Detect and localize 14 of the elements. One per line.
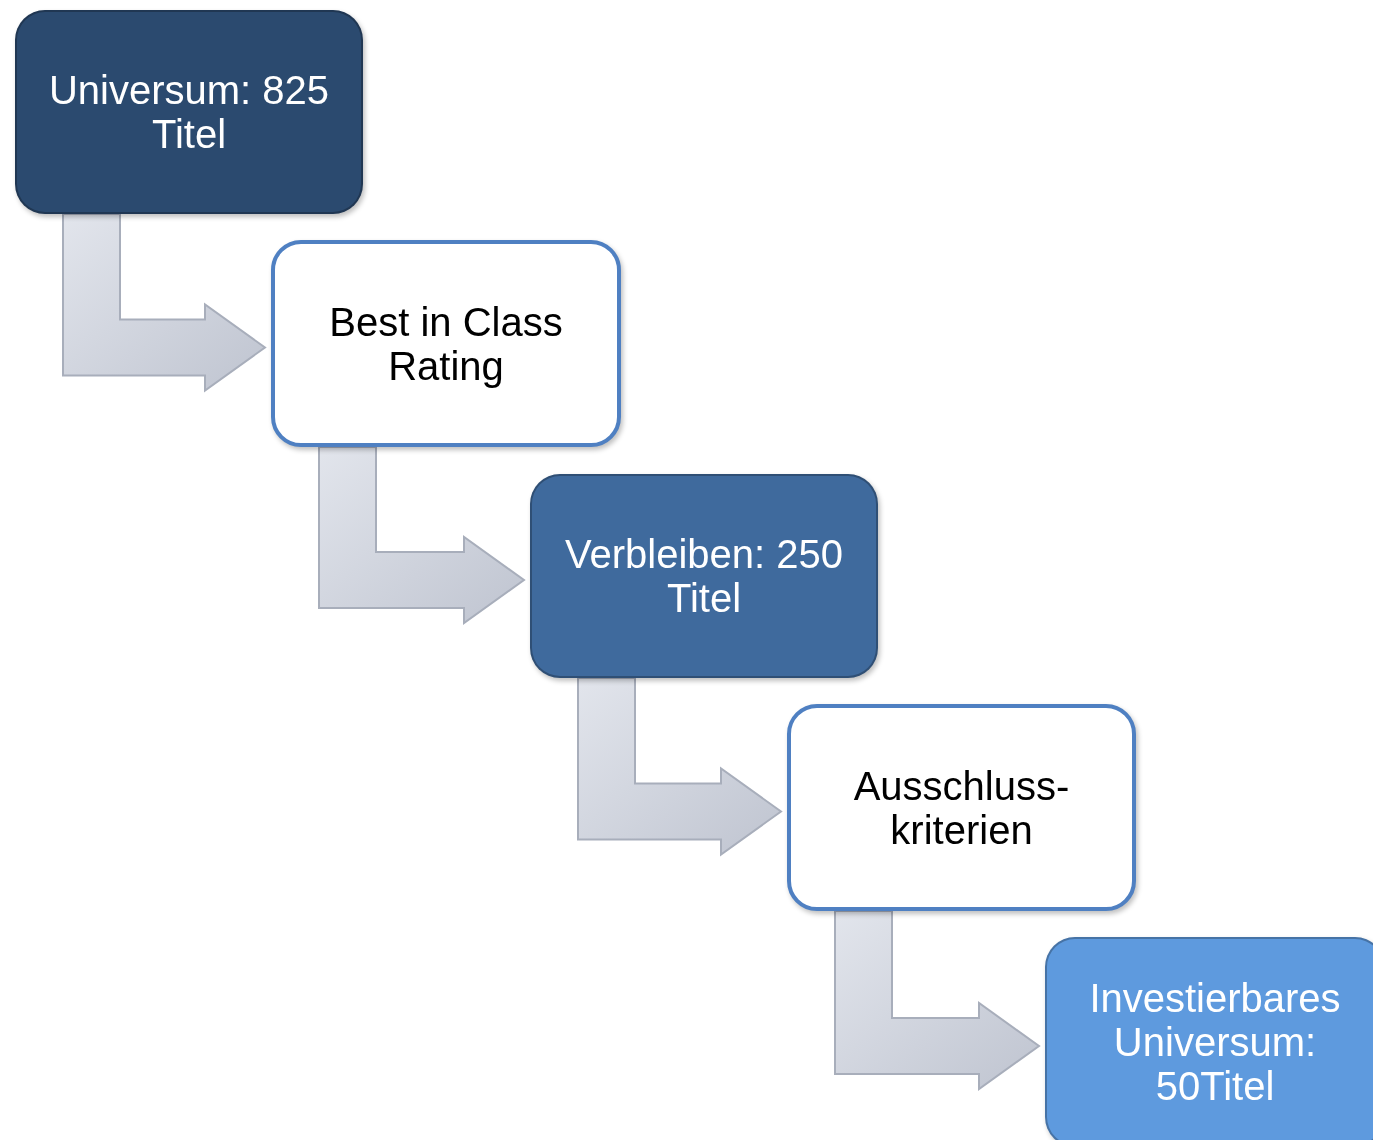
bent-block-arrow — [318, 446, 526, 625]
box-label: Ausschluss- kriterien — [852, 763, 1071, 852]
process-box — [530, 474, 878, 678]
process-box — [1045, 937, 1373, 1140]
box-label: Verbleiben: 250 Titel — [564, 532, 844, 620]
process-box — [15, 10, 363, 214]
process-box — [271, 240, 621, 447]
box-label: Investierbares Universum: 50Titel — [1088, 976, 1342, 1108]
bent-block-arrow — [577, 677, 783, 857]
bent-block-arrow — [834, 910, 1041, 1091]
process-box — [787, 704, 1136, 911]
box-label: Best in Class Rating — [328, 299, 564, 388]
box-label: Universum: 825 Titel — [47, 68, 331, 156]
bent-block-arrow — [62, 213, 267, 393]
